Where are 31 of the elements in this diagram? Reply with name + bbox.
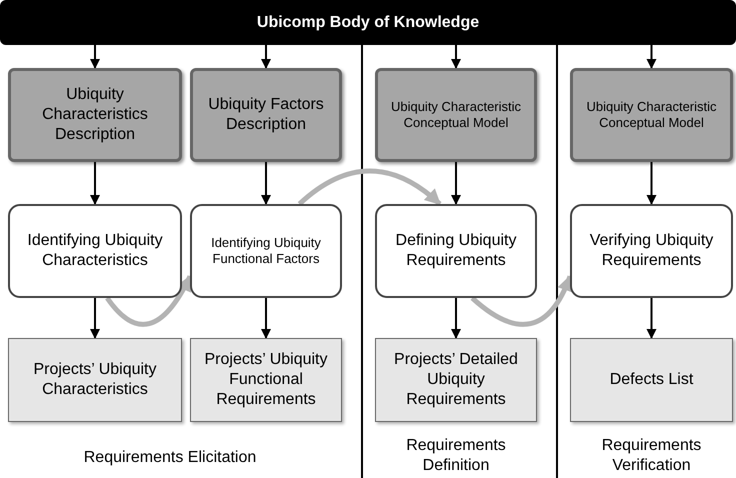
phase-label: Requirements Definition: [405, 436, 507, 476]
arrow: [261, 162, 271, 205]
process-box: Identifying Ubiquity Characteristics: [8, 204, 182, 298]
arrow: [90, 162, 100, 205]
arrow: [646, 45, 656, 69]
output-box: Projects’ Ubiquity Functional Requirements: [190, 338, 342, 422]
arrow: [646, 298, 656, 339]
source-box: Ubiquity Characteristic Conceptual Model: [570, 68, 733, 162]
arrow: [90, 45, 100, 69]
arrow: [451, 162, 461, 205]
process-box: Defining Ubiquity Requirements: [375, 204, 537, 298]
phase-label: Requirements Verification: [600, 436, 702, 476]
output-box: Projects’ Detailed Ubiquity Requirements: [375, 338, 537, 422]
arrow: [470, 274, 572, 327]
output-box: Defects List: [570, 338, 733, 422]
process-box: Identifying Ubiquity Functional Factors: [190, 204, 342, 298]
phase-label: Requirements Elicitation: [82, 448, 258, 468]
arrow: [105, 274, 192, 327]
source-box: Ubiquity Factors Description: [190, 68, 342, 162]
source-box: Ubiquity Characteristic Conceptual Model: [375, 68, 537, 162]
title-bar: Ubicomp Body of Knowledge: [0, 0, 736, 45]
arrow: [261, 45, 271, 69]
arrow: [451, 45, 461, 69]
source-box: Ubiquity Characteristics Description: [8, 68, 182, 162]
process-box: Verifying Ubiquity Requirements: [570, 204, 733, 298]
arrow: [451, 298, 461, 339]
arrow: [298, 168, 442, 206]
arrow: [90, 298, 100, 339]
arrow: [646, 162, 656, 205]
arrow: [261, 298, 271, 339]
output-box: Projects’ Ubiquity Characteristics: [8, 338, 182, 422]
